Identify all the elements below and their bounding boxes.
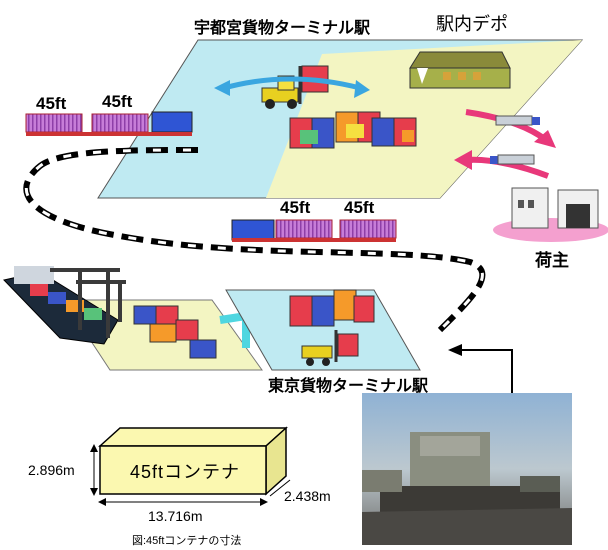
depot-building: [409, 51, 511, 89]
container-box-3d: [90, 426, 291, 506]
figure-caption: 図:45ftコンテナの寸法: [132, 535, 242, 547]
train-mid-car2-label: 45ft: [344, 198, 375, 217]
truck-top: [495, 115, 540, 126]
dimension-width: 2.438m: [284, 488, 331, 504]
dimension-length: 13.716m: [148, 508, 203, 524]
photo-pointer-arrow: [458, 349, 513, 393]
tokyo-terminal-label: 東京貨物ターミナル駅: [268, 378, 429, 395]
train-mid: [231, 219, 397, 242]
container-box-label: 45ftコンテナ: [130, 462, 241, 482]
utsunomiya-terminal-label: 宇都宮貨物ターミナル駅: [194, 20, 371, 37]
train-mid-car1-label: 45ft: [280, 198, 311, 217]
shipper-label: 荷主: [535, 251, 569, 270]
port-containers: [133, 305, 217, 359]
shipper-icon: [493, 187, 608, 242]
train-top-car1-label: 45ft: [36, 94, 67, 113]
truck-bottom: [490, 154, 535, 165]
gantry-cranes: [50, 268, 126, 338]
cyan-arrow-top: [223, 76, 361, 91]
terminal-photo: [362, 393, 572, 545]
train-top-car2-label: 45ft: [102, 92, 133, 111]
forklift-tokyo: [301, 330, 359, 366]
dimension-height: 2.896m: [28, 462, 75, 478]
container-stacks-tokyo: [289, 289, 375, 327]
train-top: [25, 111, 193, 136]
container-stacks-top: [289, 111, 417, 149]
container-ship: [3, 266, 119, 345]
depot-label: 駅内デポ: [436, 14, 508, 34]
